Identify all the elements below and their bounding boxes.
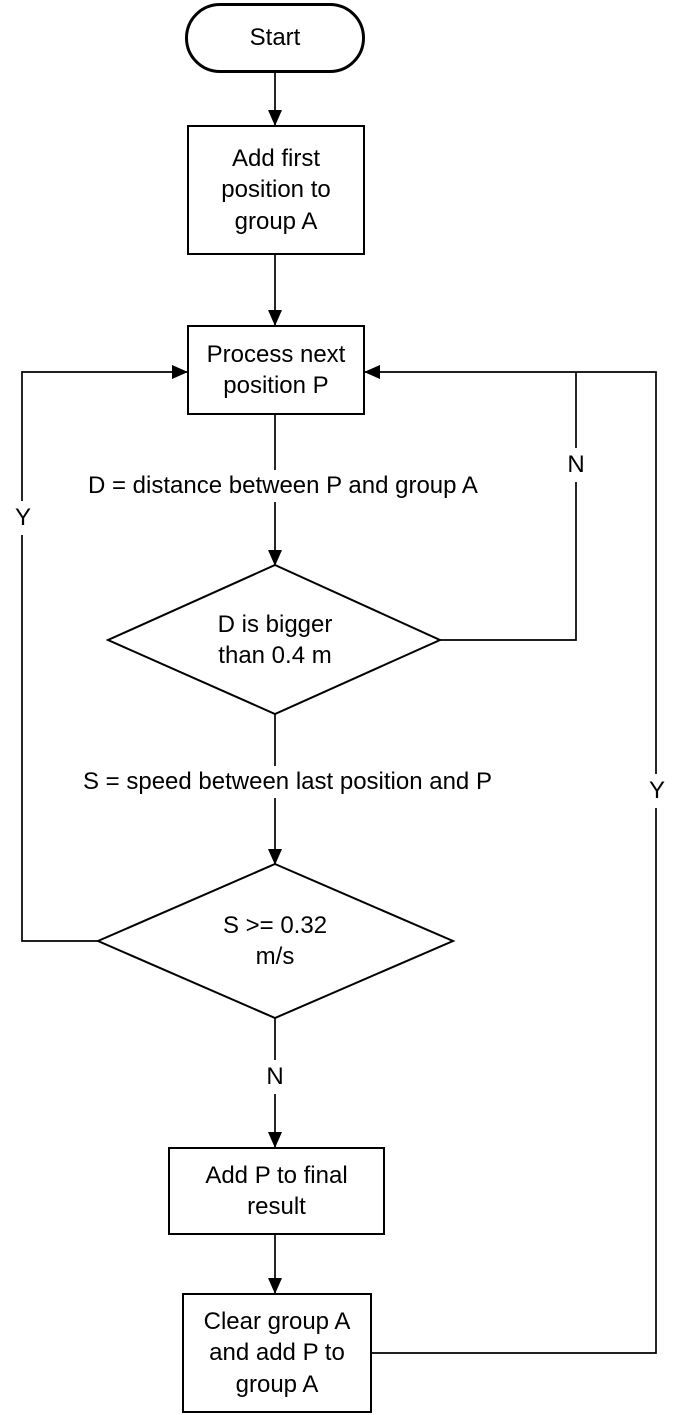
add-p-to-final-result-label: Add P to final result bbox=[205, 1161, 348, 1220]
connector-clear-group-return-loop bbox=[364, 365, 657, 1354]
start-node: Start bbox=[185, 3, 365, 73]
process-next-position-label: Process next position P bbox=[206, 340, 346, 399]
edge-label-clear-group-return-yes: Y bbox=[644, 774, 670, 808]
distance-decision-node: D is bigger than 0.4 m bbox=[175, 600, 375, 680]
add-p-to-final-result-node: Add P to final result bbox=[168, 1147, 385, 1235]
add-first-position-label: Add first position to group A bbox=[221, 145, 331, 235]
process-next-position-node: Process next position P bbox=[187, 325, 365, 415]
edge-label-speed-yes: Y bbox=[10, 501, 36, 535]
speed-annotation: S = speed between last position and P bbox=[79, 766, 496, 798]
edge-label-distance-no: N bbox=[563, 448, 589, 482]
add-first-position-node: Add first position to group A bbox=[187, 125, 365, 255]
speed-decision-diamond bbox=[95, 862, 456, 1020]
edge-label-speed-no: N bbox=[262, 1060, 288, 1094]
connector-speed-decision-yes-loop bbox=[21, 365, 188, 942]
start-node-label: Start bbox=[249, 24, 301, 52]
distance-annotation: D = distance between P and group A bbox=[84, 470, 482, 502]
speed-decision-label: S >= 0.32 m/s bbox=[222, 911, 328, 970]
clear-group-a-label: Clear group A and add P to group A bbox=[203, 1308, 351, 1398]
clear-group-a-node: Clear group A and add P to group A bbox=[182, 1293, 372, 1413]
distance-decision-diamond bbox=[105, 563, 443, 716]
distance-decision-label: D is bigger than 0.4 m bbox=[217, 610, 333, 669]
speed-decision-node: S >= 0.32 m/s bbox=[175, 901, 375, 981]
connector-distance-decision-no-loop bbox=[440, 372, 577, 641]
